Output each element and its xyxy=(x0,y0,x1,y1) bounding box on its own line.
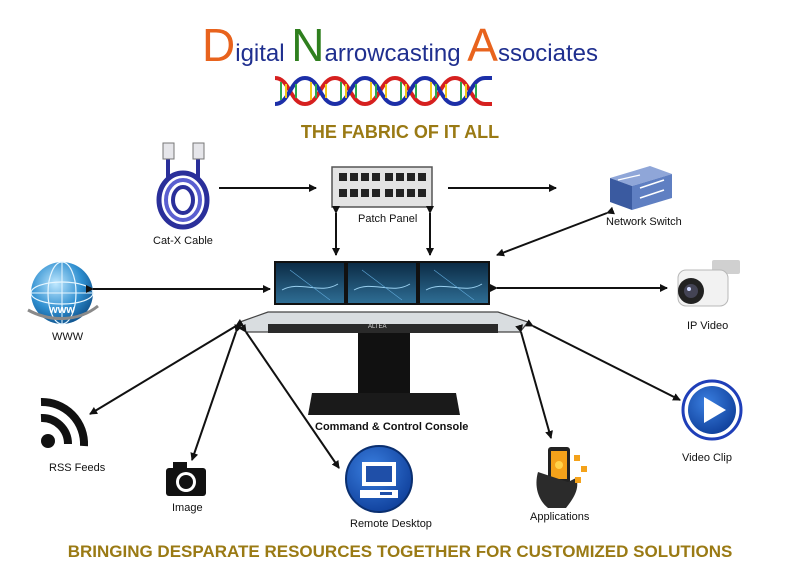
ip-camera-icon xyxy=(677,260,740,307)
title-word-ssociates: ssociates xyxy=(497,40,598,67)
company-title: Digital Narrowcasting Associates xyxy=(0,18,800,72)
camera-icon xyxy=(166,462,206,496)
image-label: Image xyxy=(172,502,203,514)
dna-helix-logo xyxy=(274,75,492,107)
play-button-icon xyxy=(681,379,743,441)
svg-text:www: www xyxy=(48,304,75,316)
connector-arrows xyxy=(86,184,681,469)
title-initial-n: N xyxy=(291,19,325,71)
www-globe-icon: www xyxy=(27,261,99,325)
applications-label: Applications xyxy=(530,511,590,523)
video-clip-label: Video Clip xyxy=(682,452,732,464)
console-label: Command & Control Console xyxy=(315,421,469,433)
title-word-igital: igital xyxy=(235,40,292,67)
remote-desktop-icon xyxy=(345,445,413,513)
console-graphic xyxy=(239,261,530,415)
rss-feed-icon xyxy=(40,397,89,448)
www-label: WWW xyxy=(52,331,84,343)
console-brand: ALTEA xyxy=(368,324,387,330)
title-initial-d: D xyxy=(202,19,236,71)
remote-desktop-label: Remote Desktop xyxy=(350,518,432,530)
smartphone-apps-icon xyxy=(536,447,587,508)
patch-panel-label: Patch Panel xyxy=(358,213,418,225)
rss-feeds-label: RSS Feeds xyxy=(49,462,106,474)
network-switch-label: Network Switch xyxy=(606,216,682,228)
ip-video-label: IP Video xyxy=(687,320,729,332)
tagline: THE FABRIC OF IT ALL xyxy=(300,122,500,142)
footer-slogan: BRINGING DESPARATE RESOURCES TOGETHER FO… xyxy=(67,542,733,561)
title-word-arrowcasting: arrowcasting xyxy=(324,40,468,67)
patch-panel-icon xyxy=(331,166,433,208)
network-switch-icon xyxy=(610,166,672,210)
cat-cable-label: Cat-X Cable xyxy=(153,235,213,247)
title-initial-a: A xyxy=(467,19,498,71)
cable-icon xyxy=(156,142,210,230)
